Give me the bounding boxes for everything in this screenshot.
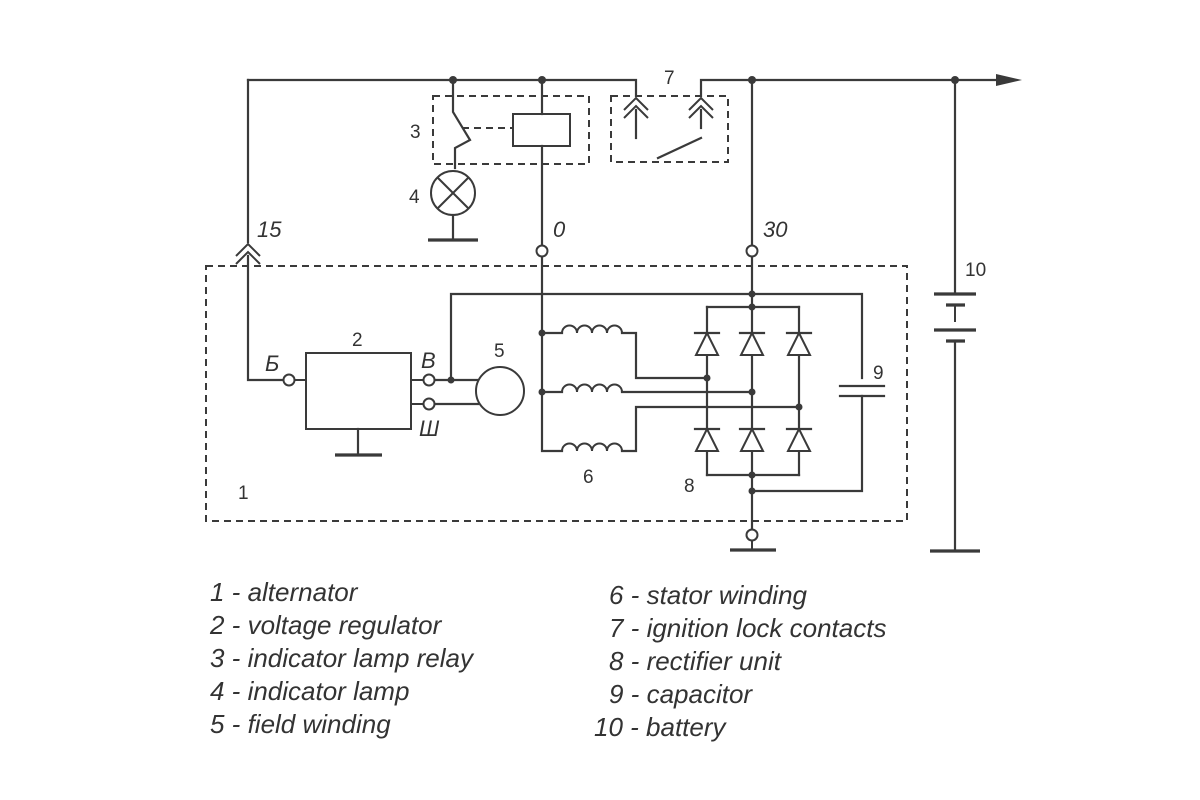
junction-dot: [748, 76, 756, 84]
label-terminal-b: Б: [265, 351, 279, 376]
capacitor: [838, 384, 886, 398]
legend-item: 5 - field winding: [210, 709, 391, 739]
label-terminal-15: 15: [257, 217, 282, 242]
terminal-b: [282, 373, 296, 387]
label-capacitor-number: 9: [873, 363, 884, 384]
terminal-30: [745, 244, 759, 258]
label-ignition-lock-number: 7: [664, 68, 675, 89]
junction-dot: [748, 487, 756, 495]
label-terminal-sh: Ш: [419, 416, 440, 441]
junction-dot: [447, 376, 455, 384]
relay-switch: [451, 78, 512, 170]
wire-v-to-positive-bus: [449, 292, 864, 382]
label-field-winding-number: 5: [494, 341, 505, 362]
terminal-0: [535, 244, 549, 258]
label-lamp-number: 4: [409, 187, 420, 208]
top-supply-bus: [246, 74, 1022, 98]
voltage-regulator: [305, 352, 412, 430]
relay-coil: [512, 113, 571, 147]
connector-15: [235, 242, 261, 265]
diode-upper-1: [693, 330, 721, 356]
terminal-sh: [422, 397, 436, 411]
diode-lower-1: [693, 426, 721, 452]
legend-right: 6 - stator winding 7 - ignition lock con…: [594, 579, 886, 744]
legend-item: 7 - ignition lock contacts: [609, 613, 887, 643]
diode-upper-3: [785, 330, 813, 356]
relay-dashed-box: [432, 95, 590, 165]
terminal-v: [422, 373, 436, 387]
legend-left: 1 - alternator 2 - voltage regulator 3 -…: [210, 576, 473, 741]
label-relay-number: 3: [410, 122, 421, 143]
legend-item: 10 - battery: [594, 712, 726, 742]
diode-lower-3: [785, 426, 813, 452]
legend-item: 1 - alternator: [210, 577, 358, 607]
legend-item: 4 - indicator lamp: [210, 676, 410, 706]
legend-item: 3 - indicator lamp relay: [210, 643, 473, 673]
field-winding: [475, 366, 525, 416]
ignition-lock-dashed-box: [610, 95, 729, 163]
stator-coil-3: [561, 405, 801, 453]
diode-upper-2: [738, 330, 766, 356]
junction-dot: [449, 76, 457, 84]
ignition-contacts: [623, 96, 714, 160]
legend-item: 8 - rectifier unit: [609, 646, 781, 676]
label-regulator-number: 2: [352, 330, 363, 351]
stator-coil-2: [540, 383, 754, 394]
legend-item: 9 - capacitor: [609, 679, 753, 709]
alternator-dashed-box: [205, 265, 908, 522]
label-stator-number: 6: [583, 467, 594, 488]
legend-item: 6 - stator winding: [609, 580, 807, 610]
label-terminal-30: 30: [763, 217, 788, 242]
terminal-ground: [745, 528, 759, 542]
wire-stator-neutral: [540, 255, 564, 453]
battery: [934, 292, 976, 343]
wire-capacitor-negative: [750, 394, 864, 493]
label-terminal-0: 0: [553, 217, 566, 242]
diode-lower-2: [738, 426, 766, 452]
wire-15-to-b: [246, 254, 286, 382]
indicator-lamp: [430, 170, 476, 216]
label-terminal-v: В: [421, 348, 436, 373]
label-alternator-number: 1: [238, 483, 249, 504]
legend-item: 2 - voltage regulator: [210, 610, 442, 640]
label-battery-number: 10: [965, 260, 986, 281]
label-rectifier-number: 8: [684, 476, 695, 497]
junction-dot: [538, 76, 546, 84]
stator-coil-1: [540, 324, 709, 380]
